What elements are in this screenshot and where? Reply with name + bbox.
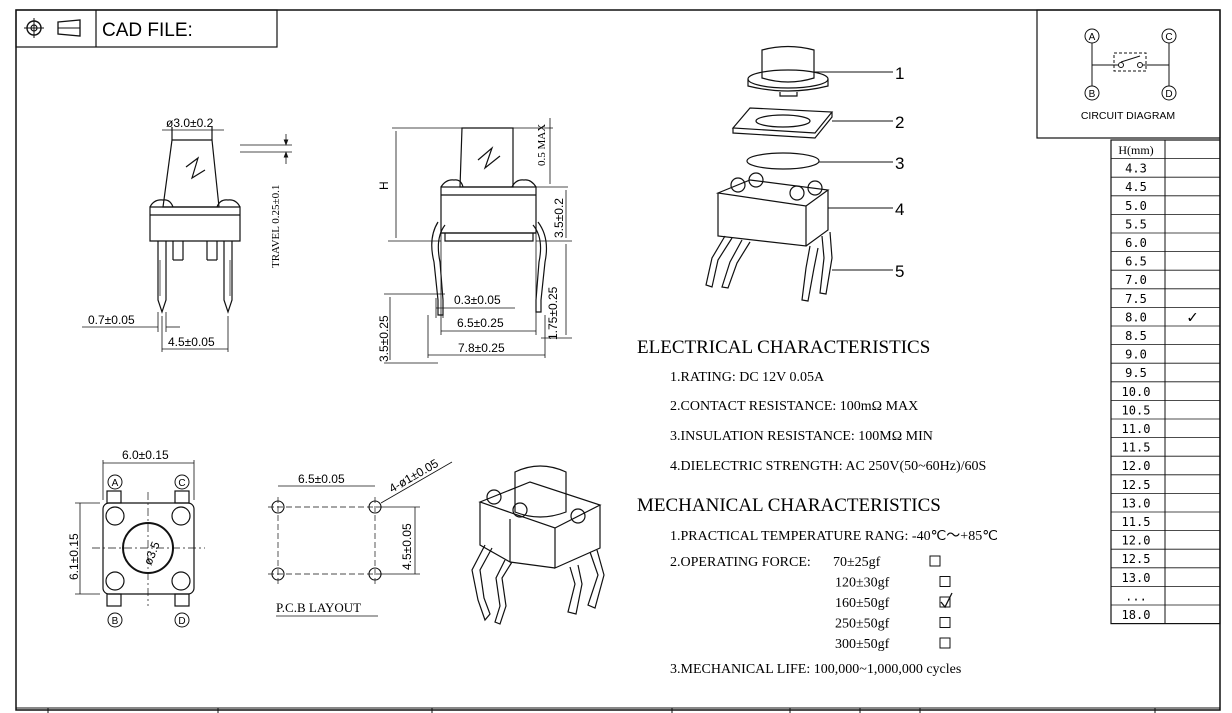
top-view: [75, 460, 205, 607]
top-pin-c: C: [178, 478, 185, 489]
circuit-diagram: A C B D CIRCUIT DIAGRAM: [1036, 9, 1221, 139]
callout-1: 1: [895, 64, 904, 83]
circuit-pin-c: C: [1165, 32, 1172, 43]
top-height-dim: 6.1±0.15: [67, 533, 81, 580]
height-table-mark: ✓: [1186, 308, 1199, 326]
height-table-value: 6.0: [1125, 236, 1147, 250]
outer-width-dim: 7.8±0.25: [458, 341, 505, 355]
height-table-value: 10.5: [1122, 403, 1151, 417]
height-table: H(mm) 4.3 4.5 5.0 5.5 6.0 6.5 7.0 7.5 8.0 ✓ 8.5 9.0 9…: [1110, 139, 1221, 625]
mechanical-force-label: 2.OPERATING FORCE:: [670, 555, 811, 570]
callout-2: 2: [895, 113, 904, 132]
height-table-value: 6.5: [1125, 255, 1147, 269]
height-table-value: 4.3: [1125, 162, 1147, 176]
top-width-dim: 6.0±0.15: [122, 448, 169, 462]
height-table-value: 12.5: [1122, 552, 1151, 566]
pin-width-dim: 0.7±0.05: [88, 313, 135, 327]
electrical-title: ELECTRICAL CHARACTERISTICS: [637, 337, 930, 358]
height-table-value: 9.5: [1125, 366, 1147, 380]
height-table-value: 12.5: [1122, 478, 1151, 492]
projection-symbol-icon: [24, 18, 81, 38]
circuit-pin-a: A: [1089, 32, 1096, 43]
electrical-item-1: 1.RATING: DC 12V 0.05A: [670, 370, 825, 385]
sheet-border: [15, 9, 1221, 711]
pcb-pitch-y: 4.5±0.05: [400, 523, 414, 570]
force-value: 70±25gf: [833, 555, 881, 570]
pin-pitch-dim: 4.5±0.05: [168, 335, 215, 349]
height-table-value: 11.0: [1122, 422, 1151, 436]
top-dia-dim: ø3.5: [141, 539, 163, 567]
electrical-item-3: 3.INSULATION RESISTANCE: 100MΩ MIN: [670, 429, 933, 444]
callout-4: 4: [895, 200, 904, 219]
height-table-value: 12.0: [1122, 534, 1151, 548]
body-height-dim: 3.5±0.2: [552, 198, 566, 238]
height-table-value: 11.5: [1122, 515, 1151, 529]
pcb-layout: [268, 461, 453, 617]
height-table-value: 4.5: [1125, 180, 1147, 194]
height-table-header: H(mm): [1118, 143, 1153, 157]
pin-thickness-dim: 0.3±0.05: [454, 293, 501, 307]
electrical-section: ELECTRICAL CHARACTERISTICS 1.RATING: DC …: [637, 337, 986, 474]
height-table-value: 9.0: [1125, 348, 1147, 362]
callout-5: 5: [895, 262, 904, 281]
mechanical-section: MECHANICAL CHARACTERISTICS 1.PRACTICAL T…: [637, 495, 998, 677]
side-view: [384, 118, 572, 364]
max-dim: 0.5 MAX: [536, 124, 548, 166]
force-value: 160±50gf: [835, 596, 890, 611]
height-table-value: 11.5: [1122, 441, 1151, 455]
force-value: 250±50gf: [835, 617, 890, 632]
height-table-value: ...: [1125, 589, 1147, 603]
height-dim: H: [377, 181, 391, 190]
height-table-value: 7.5: [1125, 292, 1147, 306]
foot-height-dim: 1.75±0.25: [546, 286, 560, 340]
force-checkbox[interactable]: [929, 555, 941, 567]
force-value: 300±50gf: [835, 637, 890, 652]
callout-3: 3: [895, 154, 904, 173]
pcb-holes: 4-ø1±0.05: [387, 456, 442, 496]
force-checkbox[interactable]: [939, 617, 951, 628]
force-checkbox[interactable]: [939, 637, 951, 649]
pin-length-dim: 3.5±0.25: [377, 315, 391, 362]
circuit-pin-d: D: [1165, 89, 1172, 100]
cad-file-label: CAD FILE:: [102, 20, 193, 41]
electrical-item-4: 4.DIELECTRIC STRENGTH: AC 250V(50~60Hz)/…: [670, 459, 986, 474]
top-pin-d: D: [178, 616, 185, 627]
circuit-pin-b: B: [1089, 89, 1096, 100]
height-table-value: 8.0: [1125, 310, 1147, 324]
height-table-value: 13.0: [1122, 496, 1151, 510]
circuit-diagram-label: CIRCUIT DIAGRAM: [1081, 110, 1175, 122]
front-dia-dim: ø3.0±0.2: [166, 116, 214, 130]
mechanical-life: 3.MECHANICAL LIFE: 100,000~1,000,000 cyc…: [670, 662, 961, 677]
force-options: 70±25gf 120±30gf 160±50gf 250±50gf 300±50gf: [833, 555, 953, 652]
exploded-view: [705, 45, 893, 302]
check-icon: [940, 592, 953, 609]
travel-dim: TRAVEL 0.25±0.1: [270, 185, 282, 268]
pcb-layout-label: P.C.B LAYOUT: [276, 600, 361, 615]
height-table-value: 7.0: [1125, 273, 1147, 287]
height-table-value: 5.0: [1125, 199, 1147, 213]
height-table-value: 10.0: [1122, 385, 1151, 399]
mechanical-temp: 1.PRACTICAL TEMPERATURE RANG: -40℃～+85℃: [670, 529, 998, 544]
height-table-value: 8.5: [1125, 329, 1147, 343]
top-pin-a: A: [112, 478, 119, 489]
front-view: [82, 127, 292, 352]
inner-width-dim: 6.5±0.25: [457, 316, 504, 330]
header-box: CAD FILE:: [15, 9, 278, 48]
mechanical-title: MECHANICAL CHARACTERISTICS: [637, 495, 941, 516]
height-table-value: 5.5: [1125, 217, 1147, 231]
height-table-value: 13.0: [1122, 571, 1151, 585]
force-value: 120±30gf: [835, 576, 890, 591]
pcb-pitch-x: 6.5±0.05: [298, 472, 345, 486]
force-checkbox[interactable]: [939, 576, 951, 587]
height-table-value: 18.0: [1122, 608, 1151, 622]
isometric-view: [471, 465, 605, 625]
top-pin-b: B: [112, 616, 119, 627]
height-table-value: 12.0: [1122, 459, 1151, 473]
electrical-item-2: 2.CONTACT RESISTANCE: 100mΩ MAX: [670, 399, 918, 414]
title-strip: [47, 708, 1156, 713]
